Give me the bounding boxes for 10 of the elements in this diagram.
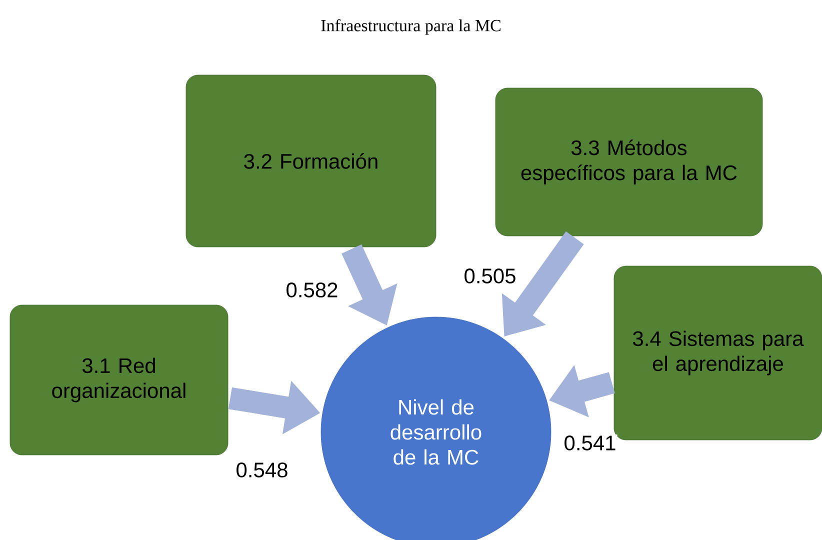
edge-label: 0.505 [462,268,518,284]
process-box: 3.4 Sistemas para el aprendizaje [614,266,822,440]
edge-label: 0.541 [562,434,618,452]
process-box: 3.3 Métodos específicos para la MC [495,88,763,236]
title: Infraestructura para la MC [321,19,500,35]
edge-label: 0.582 [284,282,340,298]
edge-label: 0.548 [234,462,290,478]
process-box: 3.2 Formación [186,74,436,248]
process-box: 3.1 Red organizacional [10,304,228,456]
circle-node: Nivel de desarrollo de la MC [320,316,552,540]
